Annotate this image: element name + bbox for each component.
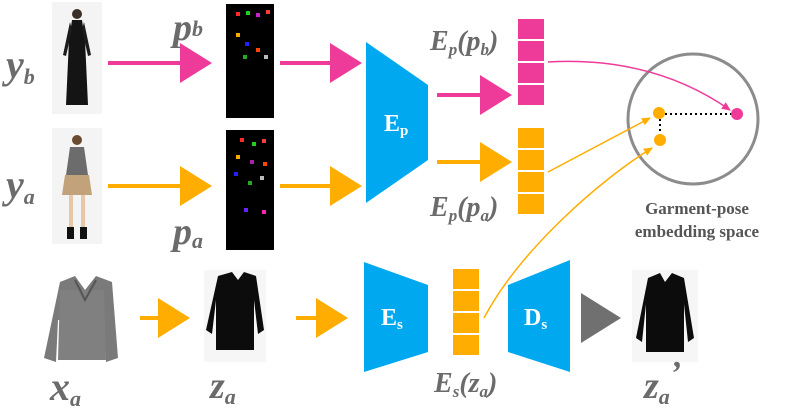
svg-text:Ep(pb): Ep(pb) — [429, 26, 498, 59]
encoder-Ep: Ep — [366, 42, 428, 203]
svg-text:Ep: Ep — [384, 111, 408, 139]
curve-shape-emb-to-point — [483, 147, 653, 319]
svg-text:Es: Es — [381, 305, 403, 333]
embedding-space-circle — [626, 52, 760, 186]
svg-text:ya: ya — [2, 162, 35, 209]
embedding-vector-a — [516, 126, 546, 216]
svg-text:pb: pb — [170, 7, 203, 49]
embedding-points — [653, 107, 743, 146]
encoder-Es: Es — [364, 262, 428, 372]
label-Ep-pb: Ep(pb) — [429, 26, 498, 59]
image-y-a-outfit — [52, 128, 102, 244]
svg-text:Ds: Ds — [524, 305, 547, 333]
label-z-a: za — [208, 365, 236, 409]
svg-text:Es(za): Es(za) — [433, 368, 497, 401]
pose-map-p-b — [226, 4, 274, 118]
decoder-Ds: Ds — [508, 260, 570, 372]
embedding-space-caption-line1: Garment-pose — [645, 199, 749, 218]
svg-text:za’: za’ — [642, 355, 681, 409]
label-Es-za: Es(za) — [433, 368, 497, 401]
svg-text:pa: pa — [170, 211, 203, 253]
curve-emb-a-to-point — [547, 117, 651, 173]
embedding-space-caption-line2: embedding space — [635, 222, 760, 241]
svg-text:xa: xa — [49, 364, 81, 411]
label-p-b: pb — [170, 7, 203, 49]
label-x-a: xa — [49, 364, 81, 411]
label-y-a: ya — [2, 162, 35, 209]
image-x-a-top — [44, 276, 118, 362]
image-z-a-prime-silhouette — [632, 270, 698, 362]
svg-text:yb: yb — [2, 42, 35, 89]
pose-map-p-a — [226, 130, 274, 250]
label-p-a: pa — [170, 211, 203, 253]
label-Ep-pa: Ep(pa) — [429, 192, 498, 225]
image-z-a-silhouette — [204, 270, 266, 362]
embedding-vector-b — [516, 17, 546, 107]
svg-text:Ep(pa): Ep(pa) — [429, 192, 498, 225]
curve-emb-b-to-point — [547, 60, 731, 111]
shape-embedding-vector — [451, 267, 481, 357]
label-z-a-prime: za’ — [642, 355, 681, 409]
label-y-b: yb — [2, 42, 35, 89]
image-y-b-dress — [52, 2, 102, 114]
svg-text:za: za — [208, 365, 236, 409]
